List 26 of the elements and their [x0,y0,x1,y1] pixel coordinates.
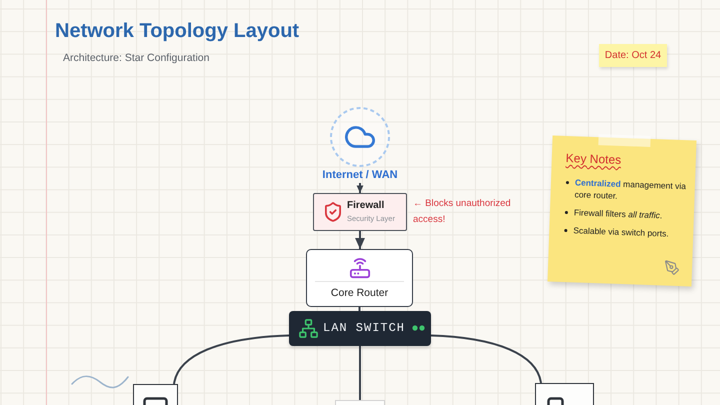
node-label: Core Router [330,287,388,300]
diagram-title: Network Topology Layout [55,19,300,43]
device-box [335,400,385,405]
connector-line [358,307,360,311]
router-box [306,249,413,307]
device-box [535,383,594,405]
notes-heading: Key Notes [565,150,622,169]
connector-line [430,334,542,384]
node-label: Internet / WAN [322,168,398,182]
switch-box [289,311,431,346]
connector-line [173,334,290,384]
bullet-point: Firewall filters all traffic. [564,206,688,222]
arrow [355,231,365,249]
sticky-note [548,136,696,286]
device-box [133,384,178,405]
node-label: LAN SWITCH [323,321,406,336]
arrow [356,183,364,193]
annotation-text: ← Blocks unauthorized access! [413,197,512,227]
diagram-subtitle: Architecture: Star Configuration [63,52,210,65]
firewall-box [313,193,407,231]
note-text: Date: Oct 24 [604,49,662,62]
connector-line [359,346,361,400]
node-title: Firewall [347,200,384,212]
bullet-point: Centralized management via core router. [564,176,690,204]
sticky-note [599,44,667,67]
bullet-point: Scalable via switch ports. [563,224,688,240]
